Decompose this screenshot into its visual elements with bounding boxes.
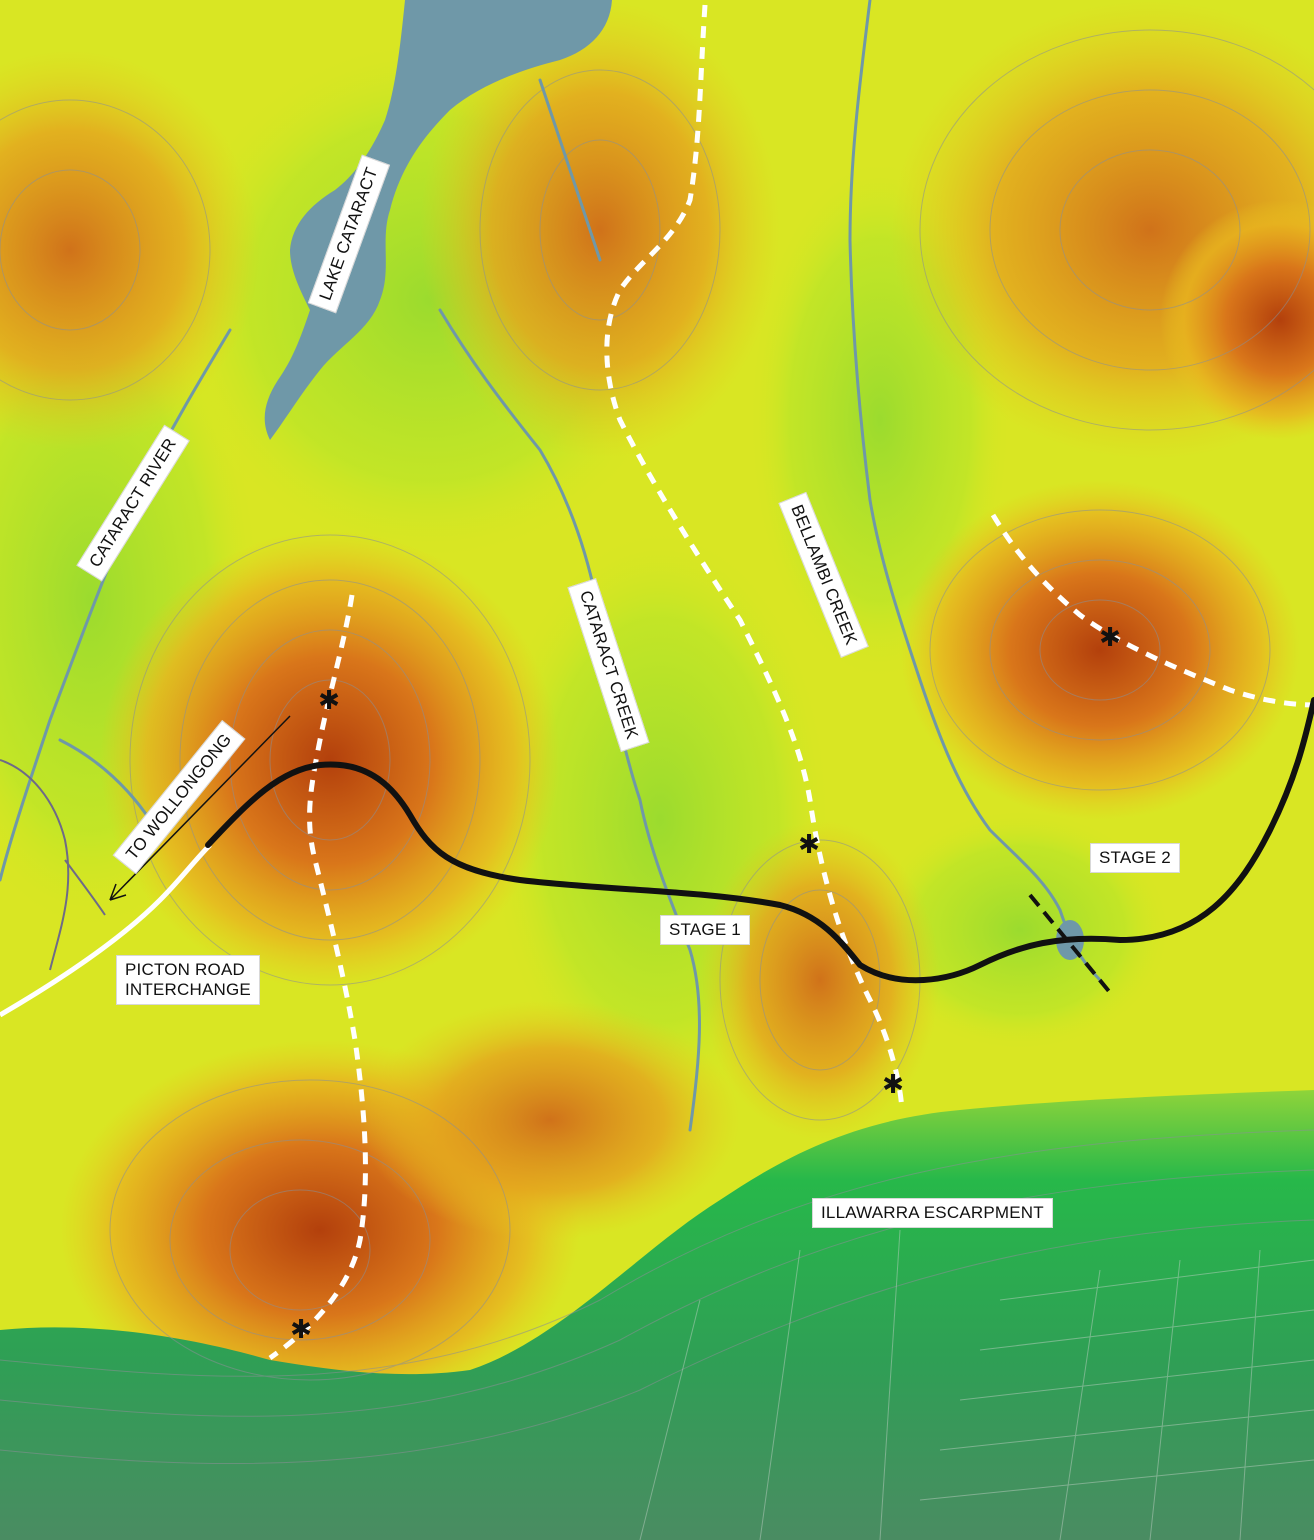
hill-west-ridge xyxy=(100,530,560,990)
picton-road xyxy=(0,843,212,1018)
interchange-loop xyxy=(0,759,70,971)
label-stage-2: STAGE 2 xyxy=(1090,843,1180,873)
label-stage-1: STAGE 1 xyxy=(660,915,750,945)
hill-northeast-peak xyxy=(1160,200,1314,440)
hill-east xyxy=(900,480,1300,820)
label-illawarra-escarpment: ILLAWARRA ESCARPMENT xyxy=(812,1198,1053,1228)
asterisk-icon: ✱ xyxy=(318,686,340,716)
asterisk-icon: ✱ xyxy=(290,1315,312,1345)
lake-cataract-water xyxy=(264,0,612,440)
hill-north-central xyxy=(420,0,780,460)
proposed-road-alignment xyxy=(205,697,1314,984)
label-picton-road-interchange: PICTON ROAD INTERCHANGE xyxy=(116,955,260,1005)
ridge-lines xyxy=(268,4,1314,1361)
peak-markers: ✱ ✱ ✱ ✱ ✱ xyxy=(290,623,1121,1345)
contour-lines xyxy=(0,29,1314,1465)
hill-south xyxy=(360,1000,740,1240)
hill-northwest xyxy=(0,50,260,450)
interchange-ramp xyxy=(64,859,106,916)
asterisk-icon: ✱ xyxy=(798,830,820,860)
creeks xyxy=(0,0,1102,1132)
street-grid xyxy=(639,1229,1314,1540)
arrow-icon xyxy=(109,715,291,901)
asterisk-icon: ✱ xyxy=(882,1070,904,1100)
asterisk-icon: ✱ xyxy=(1099,623,1121,653)
